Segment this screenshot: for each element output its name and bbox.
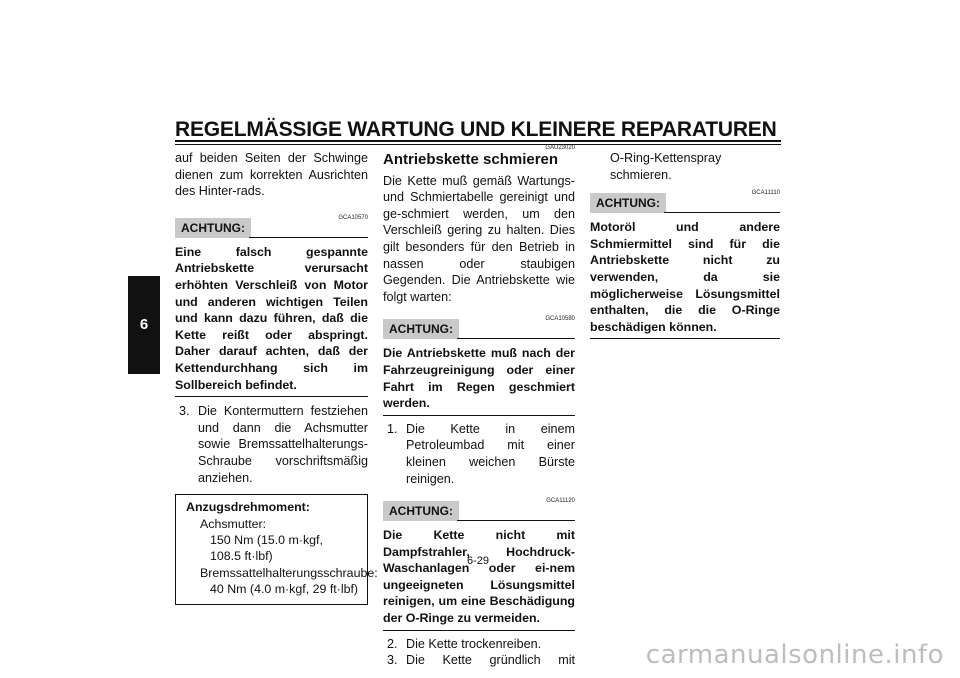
step-text: Die Kette in einem Petroleumbad mit eine… (406, 421, 575, 486)
page-title: REGELMÄSSIGE WARTUNG UND KLEINERE REPARA… (175, 118, 777, 141)
intro-text: auf beiden Seiten der Schwinge dienen zu… (175, 151, 368, 199)
warning-rule (664, 212, 780, 214)
step-number: 3. (387, 653, 398, 668)
step-number: 1. (387, 421, 398, 436)
warning-header: ACHTUNG: GCA10570 (175, 215, 368, 240)
warning-rule (457, 338, 575, 340)
step-text: Die Kette trockenreiben. (406, 636, 542, 651)
torque-value: 40 Nm (4.0 m·kgf, 29 ft·lbf) (210, 582, 359, 597)
torque-value: 108.5 ft·lbf) (210, 549, 273, 564)
step-continuation: O-Ring-Kettenspray schmieren. (610, 151, 722, 182)
warning-rule (249, 236, 368, 238)
warning-badge: ACHTUNG: (383, 319, 459, 340)
warning-header: ACHTUNG: GCA11120 (383, 498, 575, 523)
section-code: GAU23020 (545, 145, 575, 151)
step-text: Die Kontermuttern festziehen und dann di… (198, 404, 368, 485)
column-middle: GAU23020 Antriebskette schmieren Die Ket… (383, 140, 575, 669)
step-number: 3. (179, 404, 190, 419)
warning-badge: ACHTUNG: (383, 501, 459, 522)
warning-text: Eine falsch gespannte Antriebskette veru… (175, 244, 368, 398)
torque-label: Achsmutter: (200, 516, 267, 531)
warning-badge: ACHTUNG: (590, 193, 666, 214)
torque-value: 150 Nm (15.0 m·kgf, (210, 532, 323, 547)
chapter-tab: 6 (128, 276, 160, 374)
column-right: O-Ring-Kettenspray schmieren. ACHTUNG: G… (590, 150, 780, 340)
step-item: 3. Die Kontermuttern festziehen und dann… (175, 403, 368, 486)
page-number: 6-29 (467, 555, 490, 567)
warning-badge: ACHTUNG: (175, 217, 251, 238)
step-number: 2. (387, 636, 398, 651)
warning-code: GCA10580 (545, 316, 575, 323)
section-intro: Die Kette muß gemäß Wartungs- und Schmie… (383, 173, 575, 304)
warning-text: Motoröl und andere Schmiermittel sind fü… (590, 219, 780, 340)
step-item: 3. Die Kette gründlich mit (383, 652, 575, 669)
step-item: 1. Die Kette in einem Petroleumbad mit e… (383, 421, 575, 487)
column-left: auf beiden Seiten der Schwinge dienen zu… (175, 150, 378, 605)
header-rule-thin (175, 144, 781, 145)
warning-header: ACHTUNG: GCA11110 (590, 190, 780, 215)
warning-text: Die Kette nicht mit Dampfstrahler, Hochd… (383, 527, 575, 631)
watermark: carmanualsonline.info (645, 640, 944, 670)
step-item: 2. Die Kette trockenreiben. (383, 636, 575, 653)
warning-header: ACHTUNG: GCA10580 (383, 316, 575, 341)
section-title: Antriebskette schmieren (383, 151, 559, 168)
torque-box: Anzugsdrehmoment: Achsmutter: 150 Nm (15… (175, 494, 378, 605)
warning-text: Die Antriebskette muß nach der Fahrzeugr… (383, 345, 575, 416)
warning-code: GCA11110 (751, 190, 780, 197)
torque-title: Anzugsdrehmoment: (186, 500, 310, 515)
step-text: Die Kette gründlich mit (406, 653, 575, 668)
warning-code: GCA10570 (338, 214, 368, 221)
torque-label: Bremssattelhalterungsschraube: (200, 565, 378, 580)
header-rule (175, 140, 781, 142)
warning-code: GCA11120 (546, 498, 575, 505)
warning-rule (457, 520, 575, 522)
